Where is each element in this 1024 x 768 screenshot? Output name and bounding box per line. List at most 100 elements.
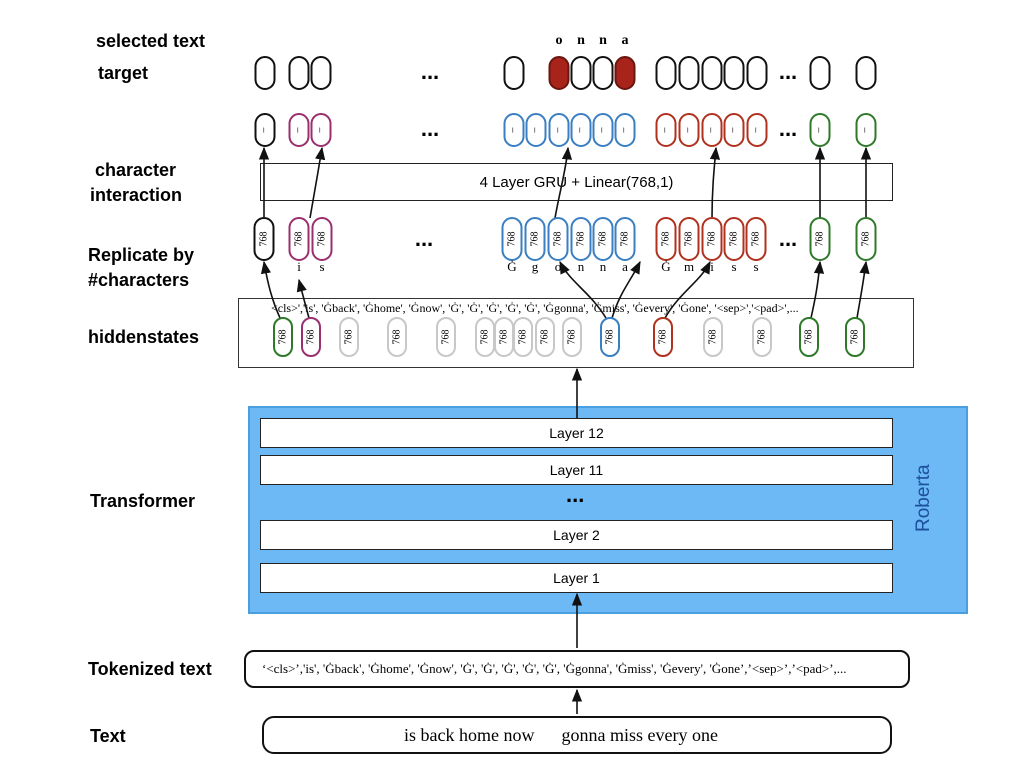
hidden-capsule-green <box>799 317 819 357</box>
target-capsule <box>678 56 700 90</box>
target-capsule <box>746 56 768 90</box>
hidden-capsule-gray <box>562 317 582 357</box>
hidden-value: 768 <box>277 330 288 345</box>
prediction-value: − <box>315 127 327 133</box>
prediction-capsule-blue <box>592 113 614 147</box>
selected-char: n <box>577 33 585 48</box>
hidden-capsule-gray <box>339 317 359 357</box>
arrow-hidden-miss <box>664 260 711 319</box>
replicated-value: 768 <box>728 232 739 247</box>
prediction-value: − <box>508 127 520 133</box>
replicated-value: 768 <box>552 232 563 247</box>
label-tokenized-text: Tokenized text <box>88 659 212 679</box>
char-label-gonna: Ġ <box>507 259 516 274</box>
target-capsule <box>855 56 877 90</box>
text-box <box>262 716 892 754</box>
prediction-value: − <box>259 127 271 133</box>
replicated-value: 768 <box>597 232 608 247</box>
replicated-capsule-green <box>855 217 877 261</box>
ellipsis: ... <box>421 116 439 141</box>
target-capsule <box>503 56 525 90</box>
target-capsule-selected <box>614 56 636 90</box>
label-replicate-2: #characters <box>88 270 190 290</box>
replicated-capsule-purple <box>311 217 333 261</box>
arrow-hidden-gonna-left <box>559 260 607 319</box>
hidden-value: 768 <box>391 330 402 345</box>
hidden-capsule-green <box>273 317 293 357</box>
hiddenstates-token-list: <cls>','is', 'Ġback', 'Ġhome', 'Ġnow', '… <box>271 301 799 315</box>
replicated-capsule-blue <box>547 217 569 261</box>
replicated-value: 768 <box>506 232 517 247</box>
prediction-capsule-red <box>723 113 745 147</box>
label-target: target <box>98 63 149 83</box>
hidden-value: 768 <box>343 330 354 345</box>
prediction-value: − <box>619 127 631 133</box>
text-value: is back home now gonna miss every one <box>404 725 718 745</box>
target-capsule <box>254 56 276 90</box>
hidden-value: 768 <box>566 330 577 345</box>
selected-char: n <box>599 33 607 48</box>
prediction-capsule-green <box>809 113 831 147</box>
hidden-value: 768 <box>657 330 668 345</box>
gru-linear-box: 4 Layer GRU + Linear(768,1) <box>260 163 893 201</box>
layer-12-box: Layer 12 <box>260 418 893 448</box>
hidden-capsule-green <box>845 317 865 357</box>
char-label-is: i <box>297 259 301 274</box>
arrow-hidden-green-1 <box>810 260 825 319</box>
ellipsis: ... <box>779 59 797 84</box>
prediction-capsule-purple <box>310 113 332 147</box>
prediction-value: − <box>860 127 872 133</box>
char-label-gonna: n <box>600 259 607 274</box>
replicated-value: 768 <box>660 232 671 247</box>
prediction-capsule-red <box>746 113 768 147</box>
target-capsule <box>288 56 310 90</box>
prediction-value: − <box>706 127 718 133</box>
layer-ellipsis: ... <box>566 482 585 507</box>
hidden-value: 768 <box>539 330 550 345</box>
hidden-capsule-red <box>653 317 673 357</box>
arrow-rep-gonna <box>554 146 573 219</box>
hidden-value: 768 <box>849 330 860 345</box>
hidden-value: 768 <box>803 330 814 345</box>
hidden-value: 768 <box>305 330 316 345</box>
target-capsule <box>723 56 745 90</box>
label-character-interaction-2: interaction <box>90 185 183 205</box>
target-capsule <box>701 56 723 90</box>
replicated-capsule-blue <box>570 217 592 261</box>
hidden-capsule-gray <box>752 317 772 357</box>
arrow-hidden-green-2 <box>856 260 870 319</box>
char-label-gonna: n <box>578 259 585 274</box>
replicated-value: 768 <box>316 232 327 247</box>
char-label-miss: s <box>753 259 758 274</box>
tokenized-text-box <box>244 650 910 688</box>
prediction-capsule-purple <box>288 113 310 147</box>
hidden-value: 768 <box>479 330 490 345</box>
arrow-rep-is <box>309 146 326 219</box>
hidden-capsule-blue <box>600 317 620 357</box>
label-replicate-1: Replicate by <box>88 245 195 265</box>
target-capsule <box>592 56 614 90</box>
target-capsule <box>310 56 332 90</box>
prediction-value: − <box>597 127 609 133</box>
replicated-capsule-black <box>253 217 275 261</box>
hidden-value: 768 <box>498 330 509 345</box>
prediction-value: − <box>814 127 826 133</box>
label-text: Text <box>90 726 126 746</box>
target-capsule <box>809 56 831 90</box>
char-label-miss: m <box>684 259 694 274</box>
hidden-value: 768 <box>604 330 615 345</box>
arrow-hidden-cls <box>260 260 281 319</box>
replicated-value: 768 <box>575 232 586 247</box>
target-capsule-selected <box>548 56 570 90</box>
prediction-value: − <box>683 127 695 133</box>
prediction-value: − <box>293 127 305 133</box>
prediction-capsule-black <box>254 113 276 147</box>
prediction-value: − <box>530 127 542 133</box>
char-label-miss: s <box>731 259 736 274</box>
replicated-capsule-red <box>678 217 700 261</box>
replicated-value: 768 <box>814 232 825 247</box>
prediction-capsule-red <box>701 113 723 147</box>
prediction-value: − <box>728 127 740 133</box>
selected-char: o <box>556 33 563 48</box>
prediction-value: − <box>575 127 587 133</box>
